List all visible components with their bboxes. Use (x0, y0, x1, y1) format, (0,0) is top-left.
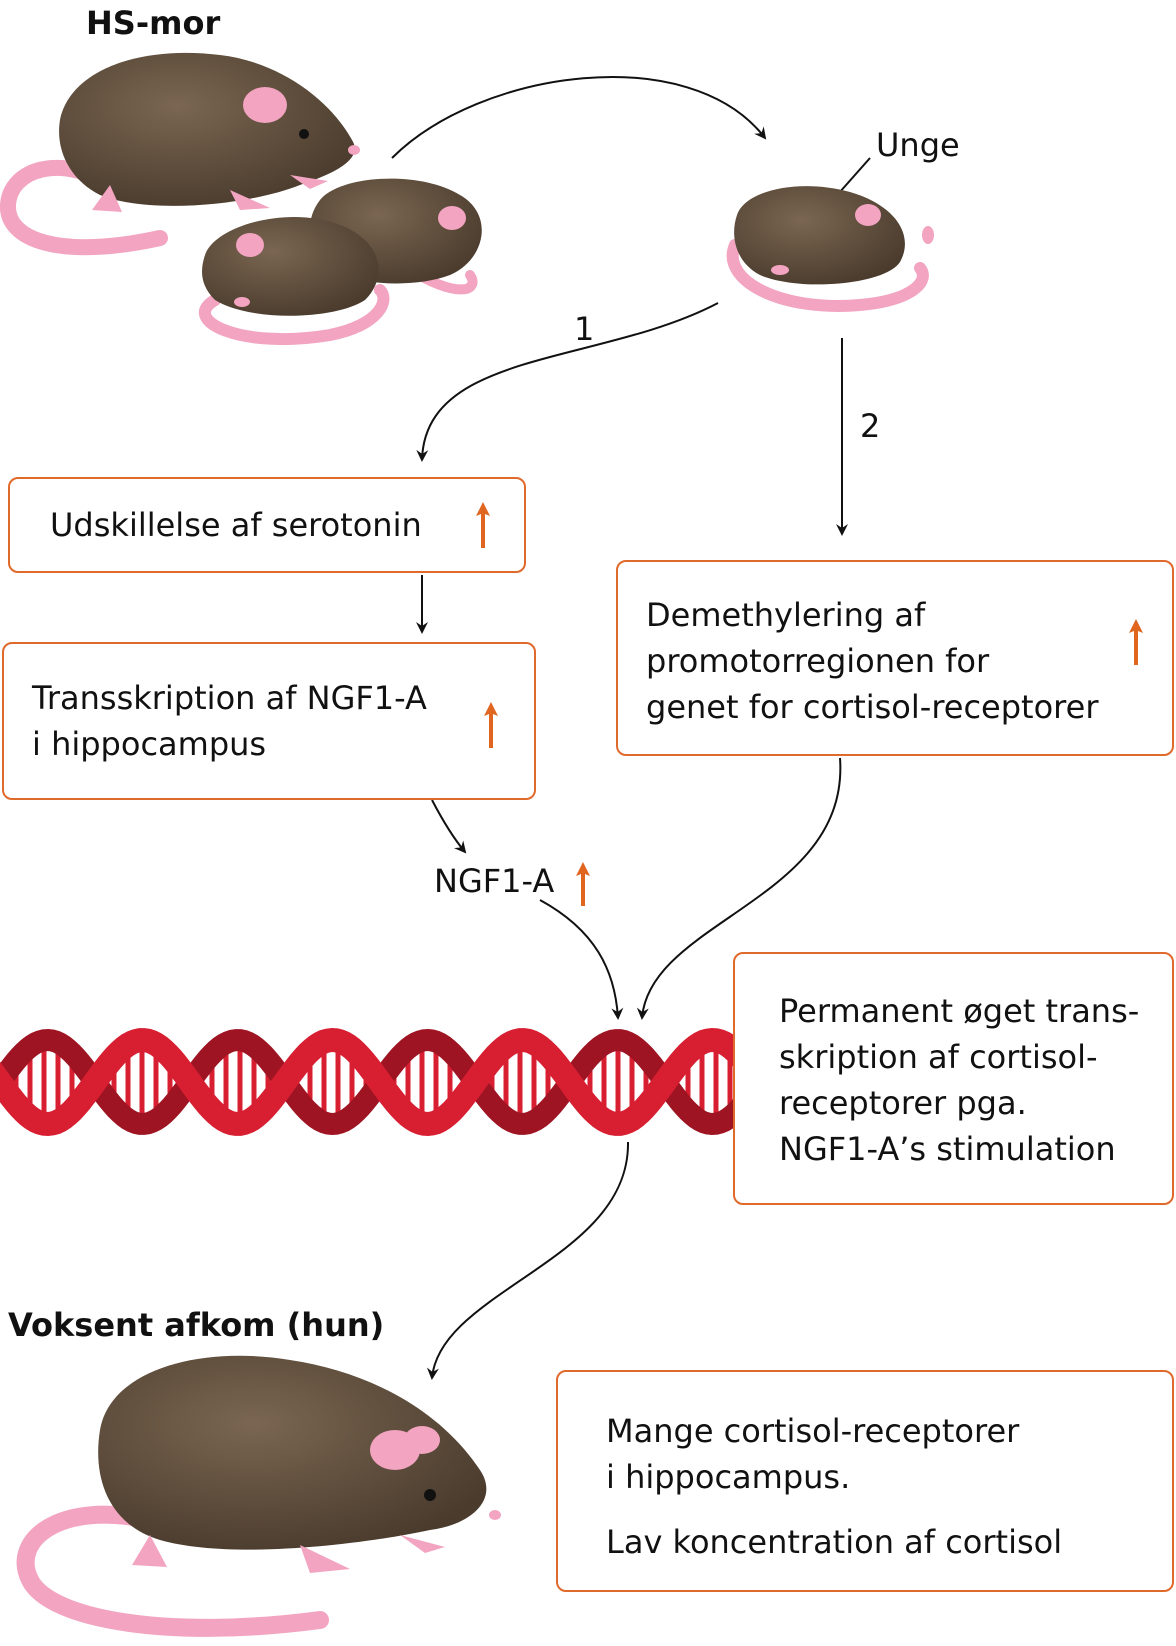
demethylation-line-1: Demethylering af (646, 596, 926, 634)
path-2-label: 2 (860, 407, 881, 445)
path-1-label: 1 (574, 310, 595, 348)
mother-rat-illustration (0, 52, 360, 256)
litter-pups-illustration (199, 178, 482, 346)
arrow-transcription-to-ngf (431, 799, 467, 854)
serotonin-box: Udskillelse af serotonin (8, 477, 526, 573)
permanent-line-3: receptorer pga. (779, 1084, 1027, 1122)
ngf-transcription-line-1: Transskription af NGF1-A (32, 679, 427, 717)
permanent-line-1: Permanent øget trans- (779, 992, 1140, 1030)
pup-label: Unge (876, 126, 960, 164)
arrow-dna-to-adult (426, 1141, 630, 1380)
cortisol-line: Lav koncentration af cortisol (606, 1523, 1063, 1561)
up-arrow-icon (484, 702, 498, 748)
permanent-line-4: NGF1-A’s stimulation (779, 1130, 1116, 1168)
outcome-box: Mange cortisol-receptorer i hippocampus.… (556, 1370, 1174, 1592)
ngf-transcription-box: Transskription af NGF1-A i hippocampus (2, 642, 536, 800)
pup-rat-illustration (726, 186, 934, 312)
arrow-path-1 (416, 302, 719, 462)
permanent-line-2: skription af cortisol- (779, 1038, 1098, 1076)
up-arrow-icon (1129, 619, 1143, 665)
arrow-mother-to-pup (391, 76, 767, 159)
adult-offspring-label: Voksent afkom (hun) (8, 1306, 385, 1344)
ngf-label: NGF1-A (434, 862, 555, 900)
demethylation-line-3: genet for cortisol-receptorer (646, 688, 1099, 726)
receptors-line-1: Mange cortisol-receptorer (606, 1412, 1020, 1450)
receptors-line-2: i hippocampus. (606, 1458, 851, 1496)
dna-strand (0, 1027, 735, 1137)
permanent-transcription-box: Permanent øget trans- skription af corti… (733, 952, 1174, 1205)
demethylation-line-2: promotorregionen for (646, 642, 990, 680)
adult-offspring-rat-illustration (16, 1355, 501, 1637)
serotonin-text: Udskillelse af serotonin (50, 506, 422, 544)
mother-label: HS-mor (86, 4, 221, 42)
demethylation-box: Demethylering af promotorregionen for ge… (616, 560, 1174, 756)
arrow-demethylation-to-dna (636, 757, 842, 1020)
up-arrow-icon (476, 502, 490, 548)
ngf-transcription-line-2: i hippocampus (32, 725, 267, 763)
arrow-ngf-to-dna (539, 899, 624, 1020)
up-arrow-icon (576, 862, 590, 906)
